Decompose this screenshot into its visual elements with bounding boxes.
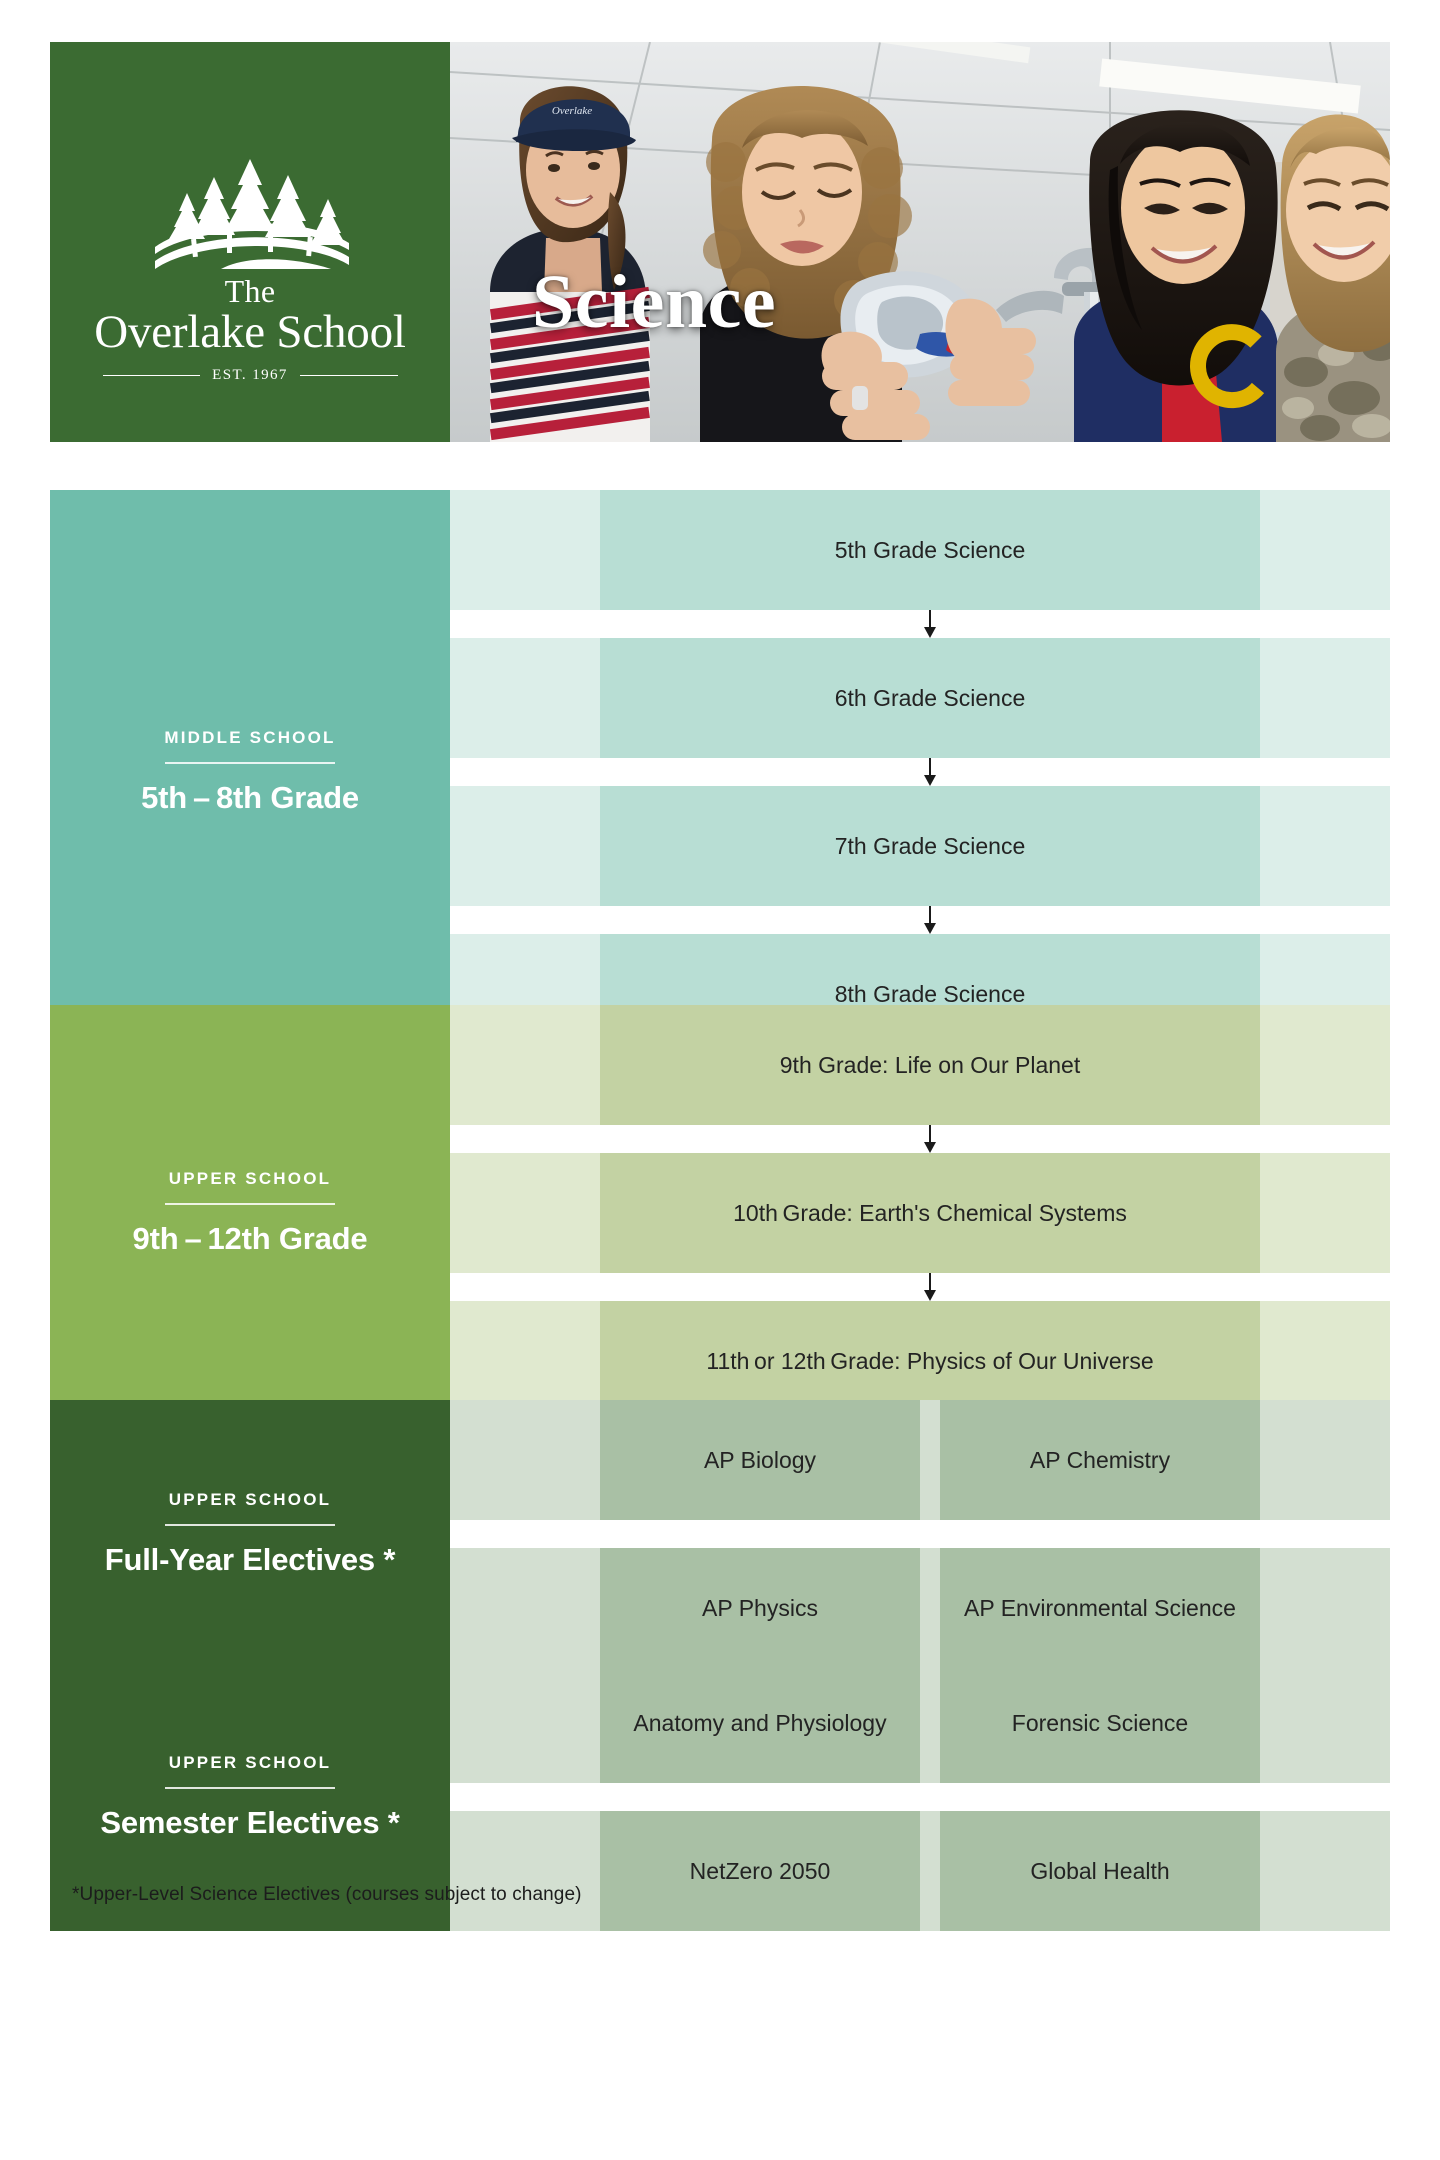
section-divider (165, 1203, 335, 1205)
section-title: Semester Electives * (100, 1804, 400, 1840)
flow-arrow-down-icon (450, 1125, 1390, 1153)
row-track-pad (450, 1153, 600, 1273)
section-kicker: UPPER SCHOOL (168, 1753, 332, 1773)
section-title: 5th – 8th Grade (141, 779, 359, 815)
section-kicker: UPPER SCHOOL (168, 1490, 332, 1510)
section-body-middle-school: 5th Grade Science 6th Grade Science 7th Gr… (450, 490, 1390, 1054)
course-cell[interactable]: Global Health (940, 1811, 1260, 1931)
row-gap (450, 906, 1390, 934)
logo-established: EST. 1967 (102, 367, 398, 384)
section-divider (165, 1787, 335, 1789)
course-cell[interactable]: NetZero 2050 (600, 1811, 920, 1931)
row-track-pad (450, 1400, 600, 1520)
row-track-tail (1260, 786, 1390, 906)
cell-spacer (920, 1811, 940, 1931)
logo-rule-left (102, 374, 201, 377)
section-label-middle-school: MIDDLE SCHOOL 5th – 8th Grade (50, 490, 450, 1054)
flow-arrow-down-icon (450, 758, 1390, 786)
cell-spacer (920, 1548, 940, 1668)
course-row: 10th Grade: Earth's Chemical Systems (450, 1153, 1390, 1273)
row-track-pad (450, 1548, 600, 1668)
cell-spacer (920, 1663, 940, 1783)
header-photo: Overlake (450, 42, 1390, 442)
course-cell[interactable]: AP Physics (600, 1548, 920, 1668)
row-track-tail (1260, 1811, 1390, 1931)
row-track-pad (450, 1811, 600, 1931)
row-track-tail (1260, 1005, 1390, 1125)
logo-rule-right (299, 374, 398, 377)
row-track-pad (450, 786, 600, 906)
cell-spacer (920, 1400, 940, 1520)
section-label-upper-school: UPPER SCHOOL 9th – 12th Grade (50, 1005, 450, 1421)
course-cell[interactable]: Anatomy and Physiology (600, 1663, 920, 1783)
logo-school-name: Overlake School (94, 306, 406, 358)
course-row: 9th Grade: Life on Our Planet (450, 1005, 1390, 1125)
row-track-tail (1260, 1400, 1390, 1520)
course-cell[interactable]: 6th Grade Science (600, 638, 1260, 758)
course-cell[interactable]: 10th Grade: Earth's Chemical Systems (600, 1153, 1260, 1273)
section-title: Full-Year Electives * (104, 1541, 396, 1577)
page-title: Science (532, 260, 777, 344)
school-logo-panel: The Overlake School EST. 1967 (50, 42, 450, 442)
flow-arrow-down-icon (450, 906, 1390, 934)
footnote: *Upper-Level Science Electives (courses … (72, 1884, 582, 1905)
section-body-upper-school: 9th Grade: Life on Our Planet 10th Grade:… (450, 1005, 1390, 1421)
logo-est-text: EST. 1967 (212, 367, 288, 383)
row-gap (450, 758, 1390, 786)
logo-word-the: The (224, 273, 276, 309)
course-cell[interactable]: 7th Grade Science (600, 786, 1260, 906)
row-track-pad (450, 638, 600, 758)
row-track-tail (1260, 1663, 1390, 1783)
course-row: 5th Grade Science (450, 490, 1390, 610)
svg-text:Overlake: Overlake (552, 105, 592, 117)
section-divider (165, 762, 335, 764)
row-track-pad (450, 490, 600, 610)
course-cell[interactable]: AP Chemistry (940, 1400, 1260, 1520)
row-track-tail (1260, 1153, 1390, 1273)
section-title: 9th – 12th Grade (132, 1220, 368, 1256)
row-track-tail (1260, 490, 1390, 610)
row-track-pad (450, 1663, 600, 1783)
row-track-pad (450, 1005, 600, 1125)
section-label-semester-electives: UPPER SCHOOL Semester Electives * (50, 1663, 450, 1931)
row-track-tail (1260, 1548, 1390, 1668)
section-kicker: UPPER SCHOOL (168, 1169, 332, 1189)
flow-arrow-down-icon (450, 610, 1390, 638)
course-row: 7th Grade Science (450, 786, 1390, 906)
section-middle-school: MIDDLE SCHOOL 5th – 8th Grade 5th Grade Sc… (50, 490, 1390, 1054)
course-row: 6th Grade Science (450, 638, 1390, 758)
row-gap (450, 1125, 1390, 1153)
row-gap (450, 610, 1390, 638)
row-gap (450, 1273, 1390, 1301)
section-label-full-year-electives: UPPER SCHOOL Full-Year Electives * (50, 1400, 450, 1668)
page-header: The Overlake School EST. 1967 (50, 42, 1390, 442)
section-upper-school: UPPER SCHOOL 9th – 12th Grade 9th Grade: L… (50, 1005, 1390, 1421)
trees-bridge-logo-icon (135, 151, 365, 269)
course-cell[interactable]: 5th Grade Science (600, 490, 1260, 610)
course-cell[interactable]: AP Biology (600, 1400, 920, 1520)
course-cell[interactable]: 9th Grade: Life on Our Planet (600, 1005, 1260, 1125)
section-divider (165, 1524, 335, 1526)
row-track-tail (1260, 638, 1390, 758)
section-kicker: MIDDLE SCHOOL (164, 728, 336, 748)
section-full-year-electives: UPPER SCHOOL Full-Year Electives * AP Biol… (50, 1400, 1390, 1668)
row-gap (450, 1783, 1390, 1811)
flow-arrow-down-icon (450, 1273, 1390, 1301)
course-cell[interactable]: Forensic Science (940, 1663, 1260, 1783)
course-cell[interactable]: AP Environmental Science (940, 1548, 1260, 1668)
row-gap (450, 1520, 1390, 1548)
section-semester-electives: UPPER SCHOOL Semester Electives * Anatomy … (50, 1663, 1390, 1931)
